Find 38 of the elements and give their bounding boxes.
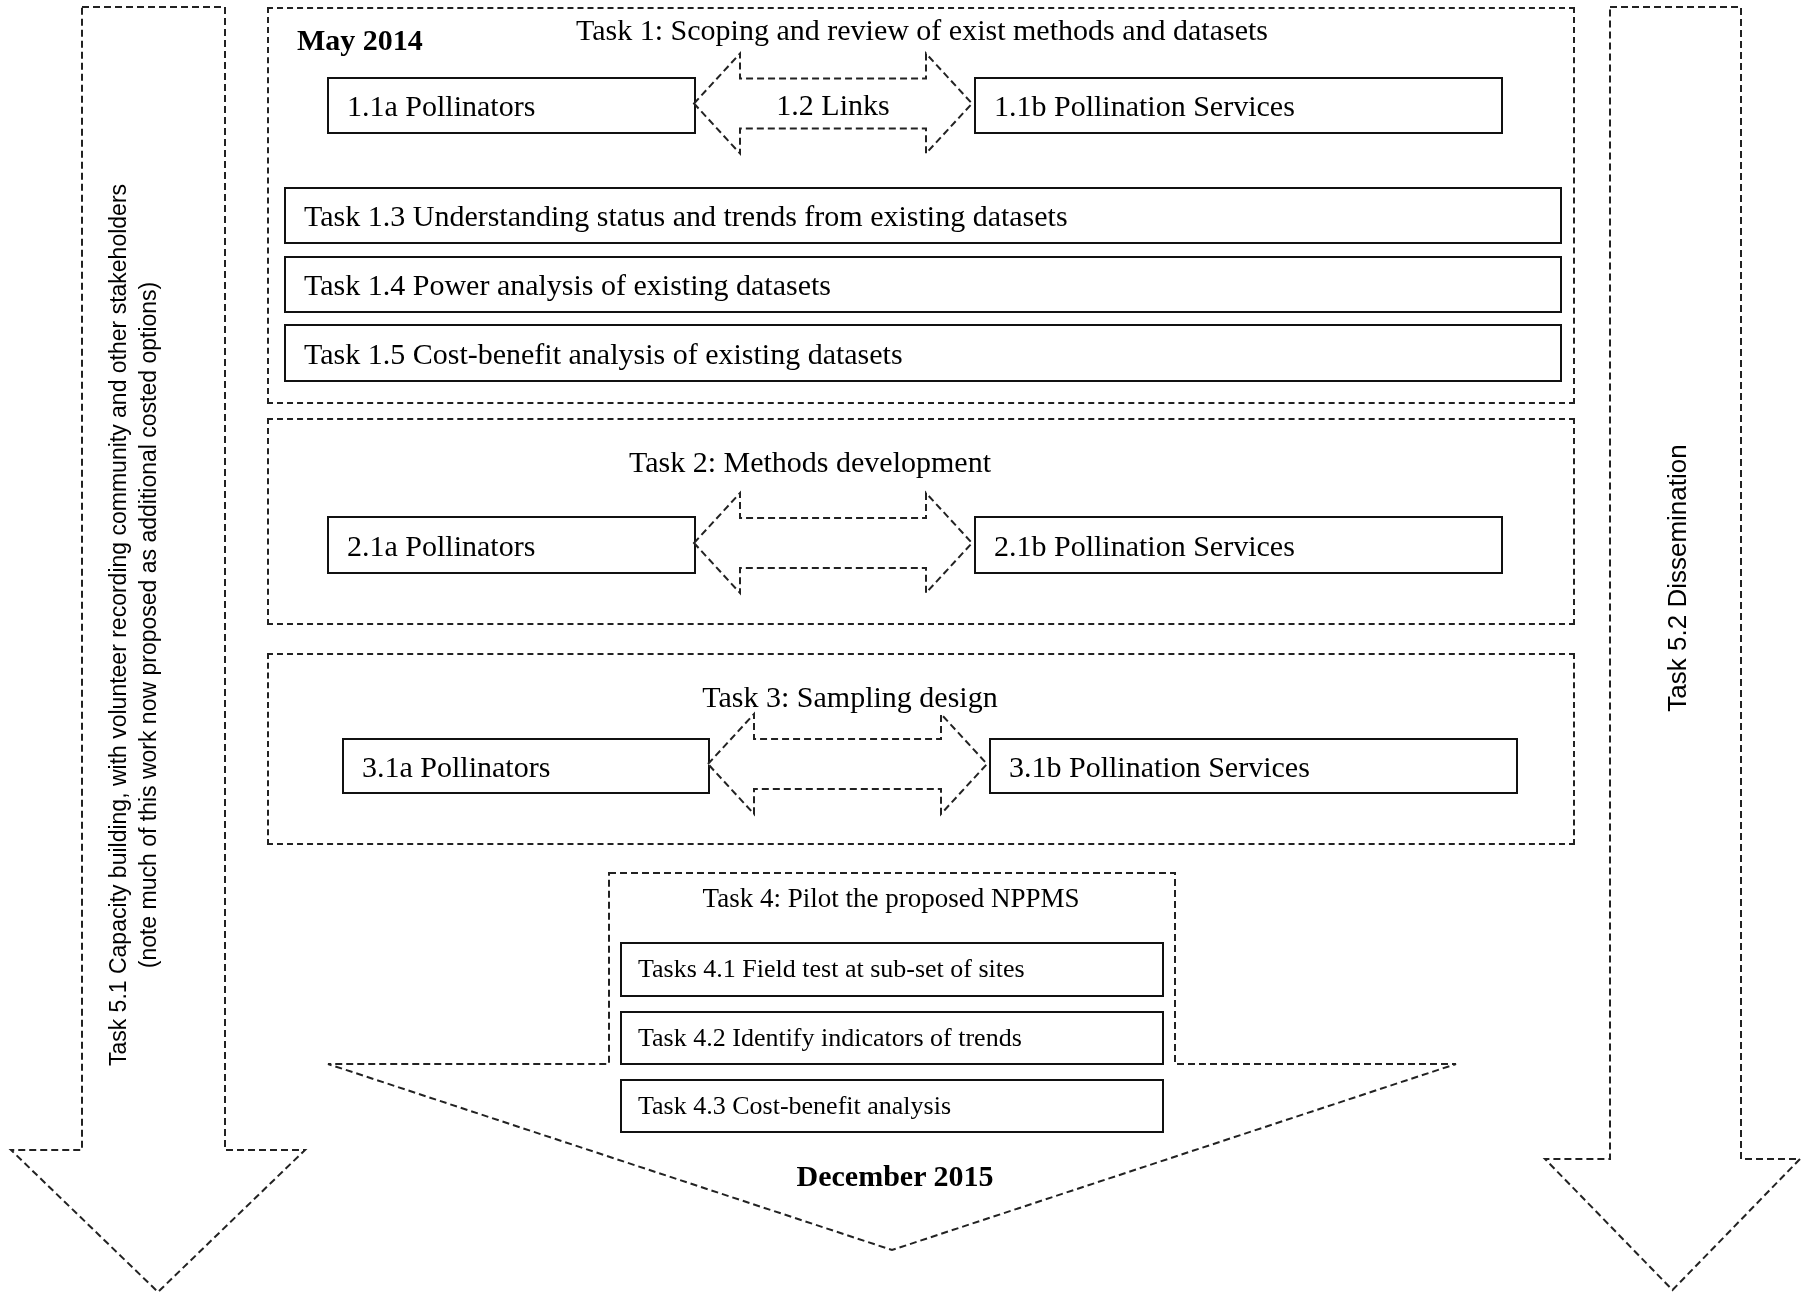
double-block-arrow bbox=[706, 711, 989, 817]
task-box bbox=[620, 1011, 1164, 1065]
task-box bbox=[284, 324, 1562, 382]
task-label: Task 4.3 Cost-benefit analysis bbox=[637, 1091, 951, 1121]
task-label: 3.1b Pollination Services bbox=[1008, 749, 1310, 783]
task-box bbox=[284, 187, 1562, 244]
task-label: 1.1b Pollination Services bbox=[993, 89, 1295, 122]
task-label: 1.1a Pollinators bbox=[346, 89, 536, 122]
task-label: Task 5.1 Capacity building, with volunteer recording community and other stakeholders bbox=[104, 183, 132, 1067]
date-label: December 2015 bbox=[796, 1158, 994, 1194]
task-label: Task 5.2 Dissemination bbox=[1662, 444, 1692, 712]
task-box bbox=[974, 516, 1503, 574]
task-label: 3.1a Pollinators bbox=[361, 749, 551, 783]
task-label: Task 1.5 Cost-benefit analysis of existing datasets bbox=[303, 336, 903, 370]
task-label: Task 4.2 Identify indicators of trends bbox=[637, 1023, 1022, 1053]
task-label: Task 1.4 Power analysis of existing datasets bbox=[303, 268, 831, 301]
task-heading: Task 4: Pilot the proposed NPPMS bbox=[702, 882, 1080, 915]
task-box bbox=[620, 942, 1164, 997]
block-arrow bbox=[1544, 6, 1801, 1291]
task-label: Task 1.3 Understanding status and trends from existing datasets bbox=[303, 199, 1068, 232]
task-box bbox=[327, 516, 696, 574]
task-box bbox=[620, 1079, 1164, 1133]
date-label: May 2014 bbox=[297, 22, 423, 58]
task-box bbox=[284, 256, 1562, 313]
task-panel bbox=[267, 7, 1575, 404]
task-label: Tasks 4.1 Field test at sub-set of sites bbox=[637, 955, 1025, 984]
task-box bbox=[327, 77, 696, 134]
task-box bbox=[989, 738, 1518, 794]
pilot-arrow-panel bbox=[327, 872, 1457, 1252]
double-block-arrow bbox=[692, 490, 974, 596]
task-heading: Task 3: Sampling design bbox=[702, 679, 998, 715]
task-heading: Task 2: Methods development bbox=[629, 444, 991, 480]
task-label: 2.1b Pollination Services bbox=[993, 528, 1295, 562]
task-box bbox=[342, 738, 710, 794]
task-label: (note much of this work now proposed as additional costed options) bbox=[134, 281, 162, 969]
task-heading: Task 1: Scoping and review of exist methods and datasets bbox=[576, 12, 1268, 48]
task-label: 2.1a Pollinators bbox=[346, 528, 536, 562]
task-box bbox=[974, 77, 1503, 134]
